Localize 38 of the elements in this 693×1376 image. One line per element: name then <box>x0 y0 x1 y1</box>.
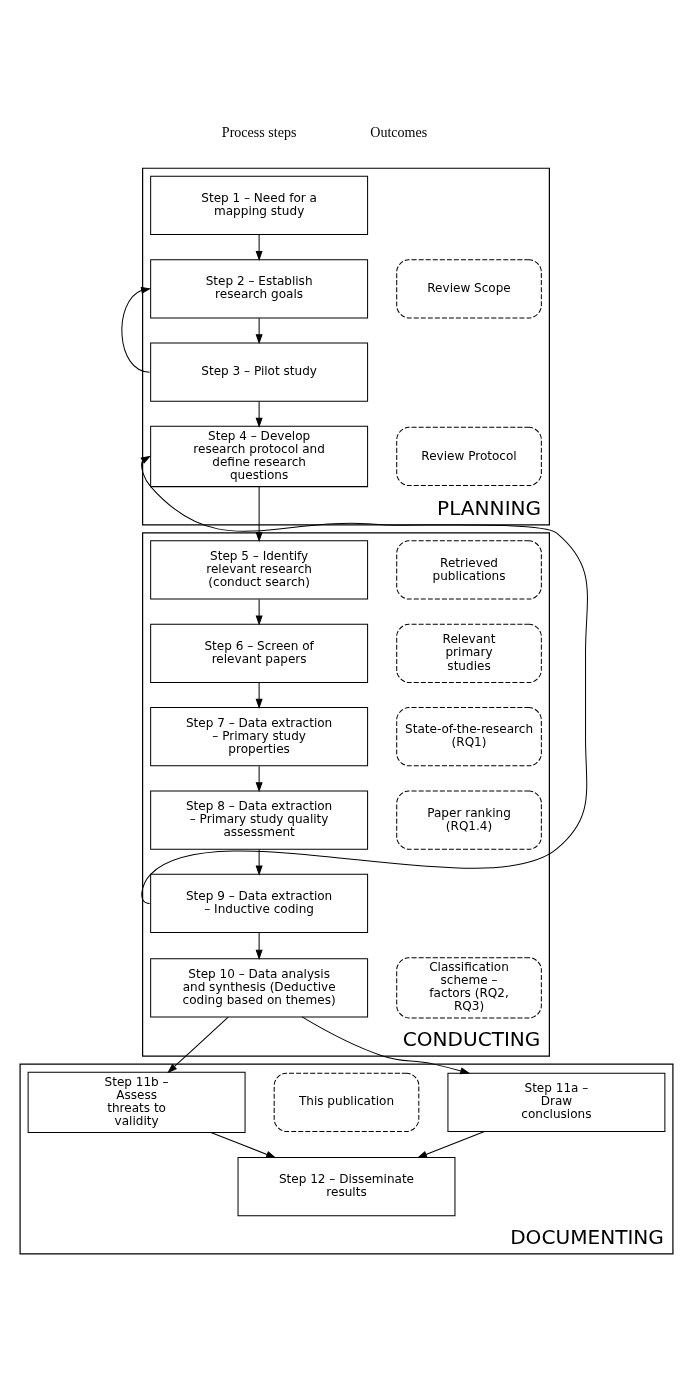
arrow <box>140 455 588 904</box>
node-box: Paper ranking (RQ1.4) <box>396 789 542 850</box>
arrow <box>255 233 263 260</box>
arrow <box>255 317 263 343</box>
arrow <box>255 931 263 959</box>
node-box: This publication <box>273 1072 420 1132</box>
node-box: Step 6 – Screen of relevant papers <box>150 623 369 683</box>
node-box: Step 7 – Data extraction – Primary study properties <box>150 706 369 766</box>
arrow <box>255 848 263 875</box>
arrow <box>121 286 151 373</box>
node-box: Step 8 – Data extraction – Primary study quality assessment <box>150 789 369 850</box>
node-box: Step 1 – Need for a mapping study <box>150 175 369 235</box>
arrow <box>301 1015 470 1074</box>
label: Process steps <box>221 123 297 140</box>
node-box: Step 11a – Draw conclusions <box>447 1072 666 1132</box>
node-box: Step 2 – Establish research goals <box>150 258 369 318</box>
arrow <box>167 1016 229 1073</box>
node-box: Step 5 – Identify relevant research (conduct search) <box>150 539 369 600</box>
node-box: Step 9 – Data extraction – Inductive coding <box>150 873 369 933</box>
node-box: Step 4 – Develop research protocol and define research questions <box>150 425 369 487</box>
arrow <box>255 485 263 541</box>
arrow <box>255 681 263 708</box>
node-box: State-of-the-research (RQ1) <box>396 706 542 766</box>
arrow <box>417 1130 485 1158</box>
node-box: Step 12 – Disseminate results <box>237 1156 456 1216</box>
arrow <box>255 765 263 791</box>
node-box: Relevant primary studies <box>396 623 542 683</box>
node-box: Classification scheme – factors (RQ2, RQ3) <box>396 956 542 1018</box>
node-box: Review Scope <box>396 258 542 318</box>
node-box: Review Protocol <box>396 426 542 486</box>
arrow <box>255 400 263 427</box>
arrow <box>210 1131 276 1158</box>
node-box: Step 3 – Pilot study <box>150 342 369 402</box>
node-box: Step 11b – Assess threats to validity <box>27 1071 246 1133</box>
arrow <box>255 598 263 625</box>
label: Outcomes <box>370 123 428 140</box>
node-box: Step 10 – Data analysis and synthesis (Deductive coding based on themes) <box>150 957 369 1017</box>
node-box: Retrieved publications <box>396 539 542 600</box>
